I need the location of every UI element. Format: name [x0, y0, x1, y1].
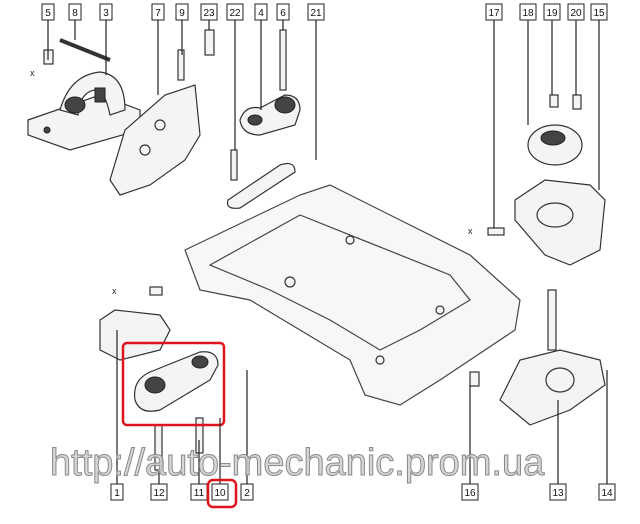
watermark: http://auto-mechanic.prom.ua — [50, 442, 545, 484]
part-label[interactable]: 14 — [598, 483, 616, 501]
part-label[interactable]: 12 — [150, 483, 168, 501]
part-number: 5 — [45, 8, 51, 19]
part-label[interactable]: 7 — [151, 3, 165, 21]
part-number: 7 — [155, 8, 161, 19]
part-label-box — [150, 483, 168, 501]
part-number: 1 — [114, 488, 120, 499]
part-number: 10 — [214, 488, 226, 499]
part-label-box — [175, 3, 189, 21]
part-label-box — [41, 3, 55, 21]
part-number: 3 — [103, 8, 109, 19]
right-engine-mount — [487, 94, 606, 266]
part-number: 6 — [280, 8, 286, 19]
part-label[interactable]: 3 — [99, 3, 113, 21]
part-label[interactable]: 21 — [307, 3, 325, 21]
part-label-box — [598, 483, 616, 501]
part-label-box — [519, 3, 537, 21]
part-number: 23 — [203, 8, 215, 19]
part-label[interactable]: 8 — [68, 3, 82, 21]
axis-x-marker-left: x — [30, 68, 35, 78]
part-label[interactable]: 6 — [276, 3, 290, 21]
part-label[interactable]: 23 — [200, 3, 218, 21]
part-label[interactable]: 22 — [226, 3, 244, 21]
part-label[interactable]: 20 — [567, 3, 585, 21]
part-label-box — [110, 483, 124, 501]
upper-torque-rod — [226, 29, 301, 209]
part-label[interactable]: 13 — [549, 483, 567, 501]
part-label[interactable]: 10 — [211, 483, 229, 501]
part-number: 8 — [72, 8, 78, 19]
part-label-box — [276, 3, 290, 21]
part-number: 19 — [546, 8, 558, 19]
part-number: 16 — [464, 488, 476, 499]
part-number: 11 — [194, 488, 205, 499]
part-number: 14 — [601, 488, 613, 499]
left-engine-mount — [27, 38, 141, 151]
part-label[interactable]: 18 — [519, 3, 537, 21]
part-label[interactable]: 16 — [461, 483, 479, 501]
part-number: 18 — [522, 8, 534, 19]
part-label-box — [543, 3, 561, 21]
part-number: 21 — [310, 8, 322, 19]
lower-right-mount — [469, 289, 606, 426]
part-label-box — [590, 3, 608, 21]
subframe — [184, 184, 521, 406]
part-label-box — [226, 3, 244, 21]
part-number: 9 — [179, 8, 185, 19]
part-label[interactable]: 5 — [41, 3, 55, 21]
part-label[interactable]: 4 — [254, 3, 268, 21]
part-label[interactable]: 15 — [590, 3, 608, 21]
part-label[interactable]: 1 — [110, 483, 124, 501]
part-label-box — [485, 3, 503, 21]
highlight-lower-torque-rod — [121, 341, 226, 427]
part-label[interactable]: 19 — [543, 3, 561, 21]
part-label[interactable]: 2 — [240, 483, 254, 501]
part-number: 22 — [229, 8, 241, 19]
part-number: 4 — [258, 8, 264, 19]
part-number: 20 — [570, 8, 582, 19]
part-label-box — [549, 483, 567, 501]
axis-x-marker-right: x — [468, 226, 473, 236]
part-label-box — [254, 3, 268, 21]
part-label[interactable]: 17 — [485, 3, 503, 21]
highlight-label-10 — [206, 478, 238, 509]
axis-x-marker-lower: x — [112, 286, 117, 296]
part-label-box — [461, 483, 479, 501]
part-label-box — [99, 3, 113, 21]
part-label[interactable]: 11 — [190, 483, 208, 501]
part-label[interactable]: 9 — [175, 3, 189, 21]
part-label-box — [211, 483, 229, 501]
part-number: 2 — [244, 488, 250, 499]
part-label-box — [240, 483, 254, 501]
part-number: 13 — [552, 488, 564, 499]
part-label-box — [68, 3, 82, 21]
part-number: 17 — [488, 8, 500, 19]
part-number: 12 — [153, 488, 165, 499]
part-label-box — [567, 3, 585, 21]
part-label-box — [200, 3, 218, 21]
part-label-box — [151, 3, 165, 21]
part-number: 15 — [593, 8, 605, 19]
part-label-box — [307, 3, 325, 21]
